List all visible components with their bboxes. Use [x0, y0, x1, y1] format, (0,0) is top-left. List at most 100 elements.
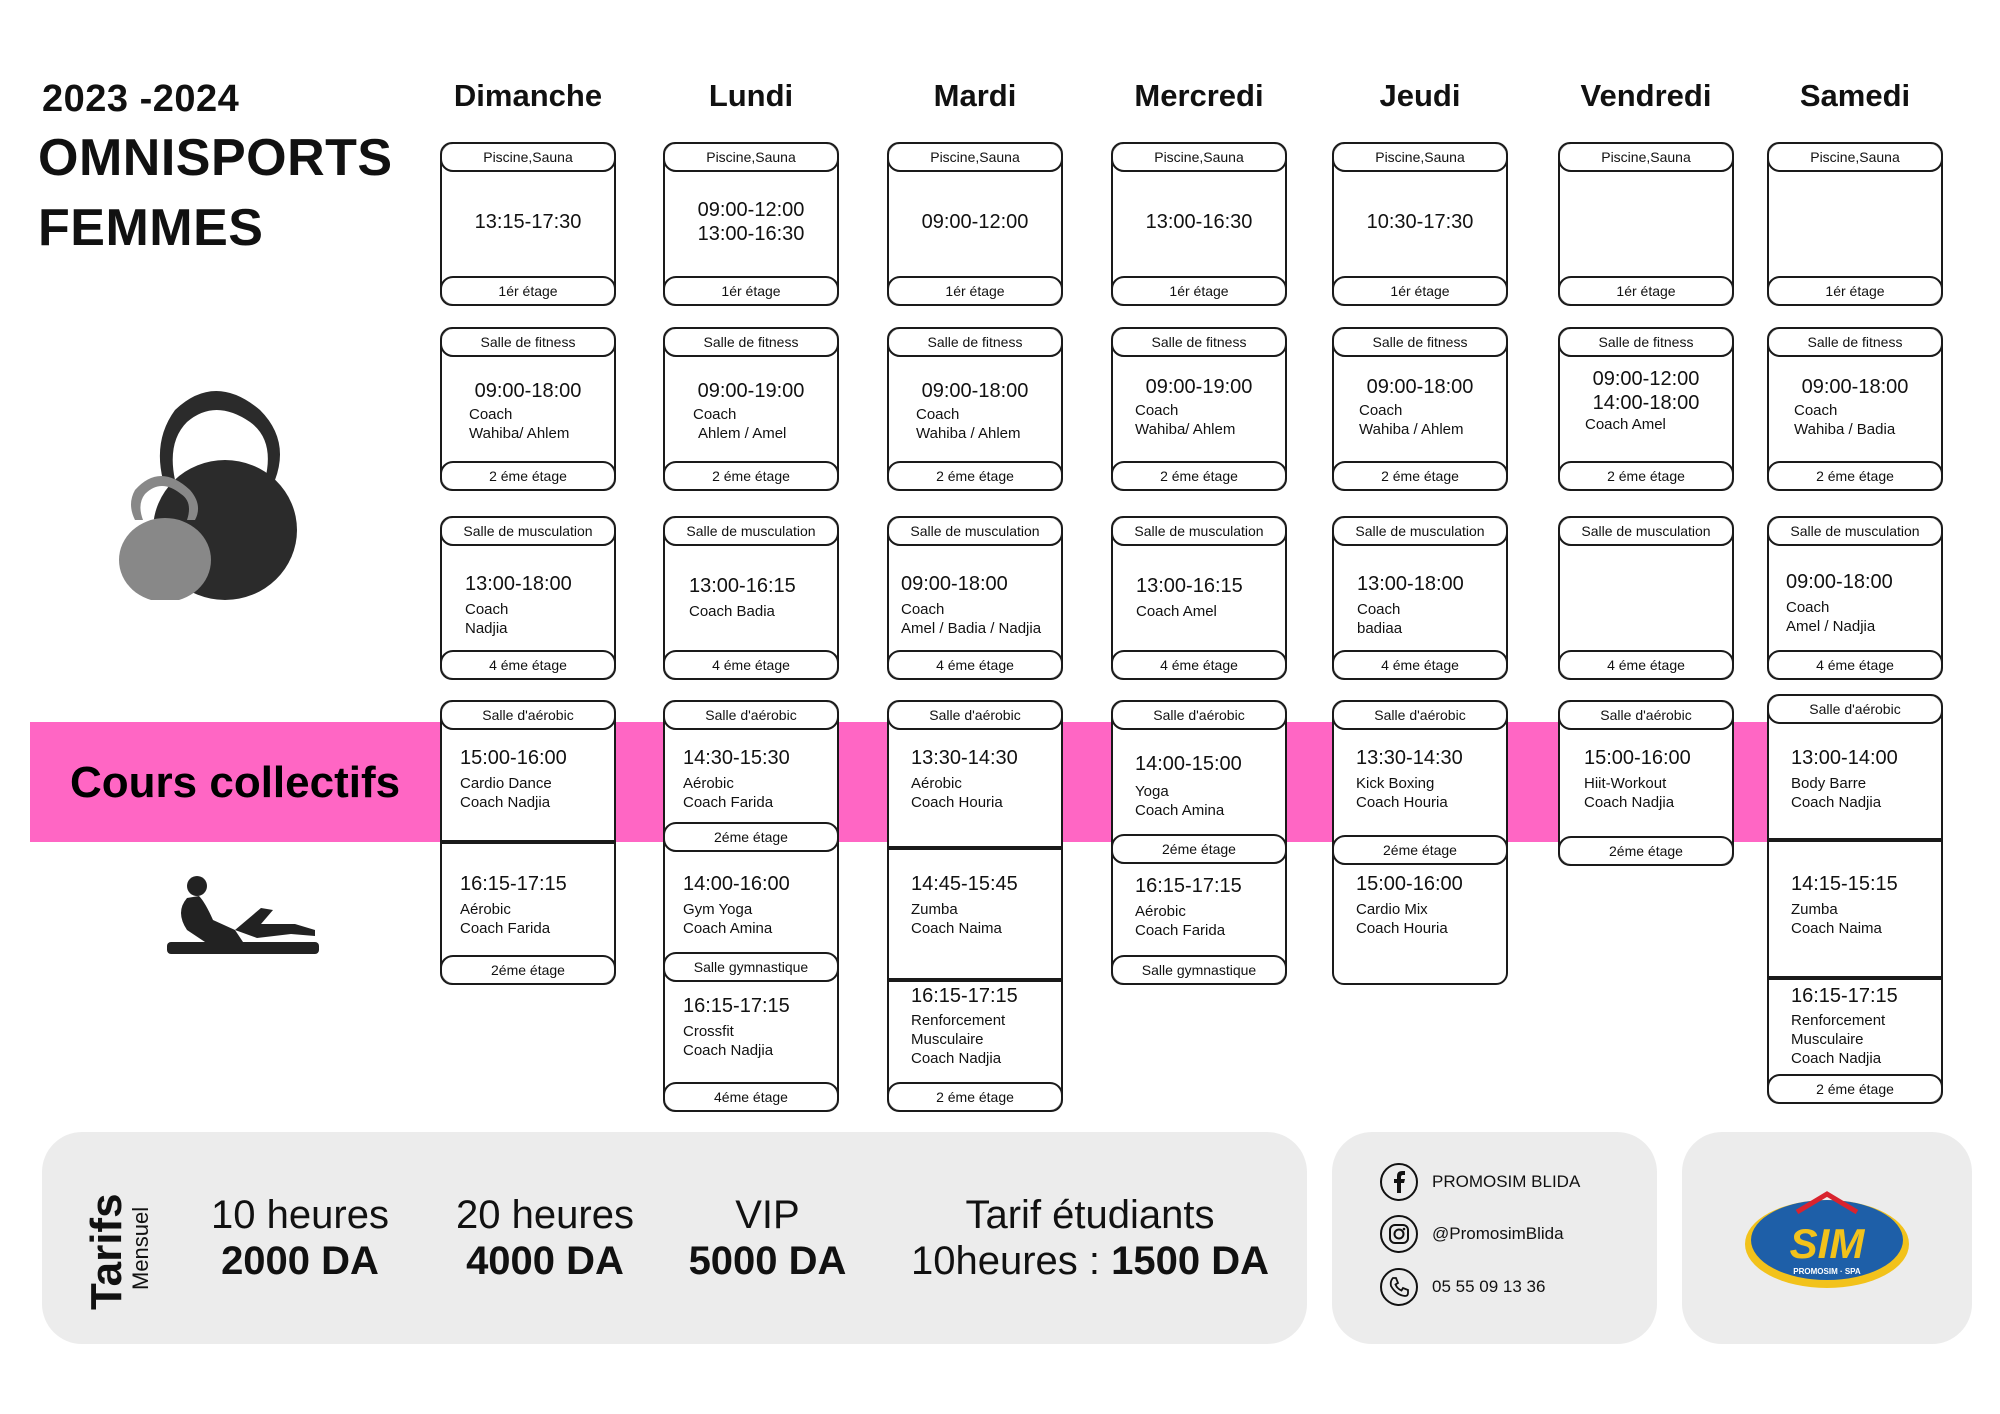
- logo-caption: PROMOSIM · SPA: [1793, 1267, 1861, 1276]
- piscine-time: 09:00-12:00: [921, 211, 1029, 233]
- fitness-time: 09:00-18:00: [921, 380, 1029, 402]
- class-time: 16:15-17:15: [911, 985, 1018, 1007]
- class-time: 14:00-16:00: [683, 873, 790, 895]
- fitness-coach-label: Coach: [693, 406, 737, 423]
- aerobic-title: Salle d'aérobic: [665, 702, 837, 730]
- fitness-card-jeudi: Salle de fitness 09:00-18:00 Coach Wahib…: [1332, 327, 1508, 491]
- cours-collectifs-label: Cours collectifs: [70, 758, 401, 807]
- price-20h: 20 heures 4000 DA: [440, 1192, 650, 1284]
- price-amount: 4000 DA: [466, 1239, 624, 1283]
- piscine-card-samedi: Piscine,Sauna 1ér étage: [1767, 142, 1943, 306]
- fitness-coach-label: Coach: [1794, 402, 1838, 419]
- floor-label: 2éme étage: [1113, 834, 1285, 864]
- floor-label: 4 éme étage: [1113, 650, 1285, 678]
- musculation-title: Salle de musculation: [1113, 518, 1285, 546]
- class-coach: Coach Amina: [683, 920, 773, 937]
- student-prefix: 10heures :: [910, 1239, 1112, 1283]
- class-name: Aérobic: [460, 901, 511, 918]
- phone-icon: [1380, 1268, 1418, 1306]
- class-coach: Coach Naima: [911, 920, 1002, 937]
- musculation-card-mercredi: Salle de musculation 13:00-16:15 Coach A…: [1111, 516, 1287, 680]
- floor-label: 1ér étage: [665, 276, 837, 304]
- piscine-time: 10:30-17:30: [1366, 211, 1474, 233]
- fitness-title: Salle de fitness: [889, 329, 1061, 357]
- piscine-title: Piscine,Sauna: [1769, 144, 1941, 172]
- musculation-title: Salle de musculation: [442, 518, 614, 546]
- fitness-title: Salle de fitness: [665, 329, 837, 357]
- page-title-line2: FEMMES: [38, 199, 264, 257]
- fitness-time: 09:00-18:00: [474, 380, 582, 402]
- class-name: Kick Boxing: [1356, 775, 1435, 792]
- musculation-coach-label: Coach: [901, 601, 945, 618]
- class-name: Renforcement: [911, 1012, 1006, 1029]
- class-name: Renforcement: [1791, 1012, 1886, 1029]
- floor-label: 1ér étage: [1113, 276, 1285, 304]
- day-header-mardi: Mardi: [933, 78, 1017, 113]
- class-time: 15:00-16:00: [460, 747, 567, 769]
- musculation-title: Salle de musculation: [665, 518, 837, 546]
- price-10h: 10 heures 2000 DA: [200, 1192, 400, 1284]
- class-coach: Coach Nadjia: [683, 1042, 774, 1059]
- floor-label: 2 éme étage: [1560, 461, 1732, 489]
- aerobic-title: Salle d'aérobic: [889, 702, 1061, 730]
- price-amount: 5000 DA: [688, 1239, 847, 1283]
- class-coach: Coach Farida: [1135, 922, 1226, 939]
- fitness-card-mercredi: Salle de fitness 09:00-19:00 Coach Wahib…: [1111, 327, 1287, 491]
- fitness-title: Salle de fitness: [1769, 329, 1941, 357]
- musculation-card-dimanche: Salle de musculation 13:00-18:00 Coach N…: [440, 516, 616, 680]
- fitness-card-dimanche: Salle de fitness 09:00-18:00 Coach Wahib…: [440, 327, 616, 491]
- floor-label: 2 éme étage: [889, 461, 1061, 489]
- class-time: 14:30-15:30: [683, 747, 790, 769]
- floor-label: 4 éme étage: [1769, 650, 1941, 678]
- phone-contact[interactable]: 05 55 09 13 36: [1380, 1268, 1545, 1306]
- class-name: Crossfit: [683, 1023, 734, 1040]
- musculation-title: Salle de musculation: [1334, 518, 1506, 546]
- fitness-time: 09:00-18:00: [1366, 376, 1474, 398]
- year-label: 2023 -2024: [42, 78, 240, 120]
- aerobic-title: Salle d'aérobic: [1113, 702, 1285, 730]
- price-vip: VIP 5000 DA: [675, 1192, 860, 1284]
- class-coach: Coach Naima: [1791, 920, 1882, 937]
- aerobic-card-lundi: Salle d'aérobic 14:30-15:30 Aérobic Coac…: [663, 700, 839, 1112]
- tarifs-subtitle: Mensuel: [128, 1206, 153, 1290]
- piscine-time: 13:00-16:30: [1145, 211, 1253, 233]
- day-header-vendredi: Vendredi: [1580, 78, 1712, 113]
- fitness-title: Salle de fitness: [442, 329, 614, 357]
- class-time: 13:30-14:30: [911, 747, 1018, 769]
- day-header-mercredi: Mercredi: [1134, 78, 1264, 113]
- aerobic-card-dimanche: Salle d'aérobic 15:00-16:00 Cardio Dance…: [440, 700, 616, 985]
- piscine-title: Piscine,Sauna: [889, 144, 1061, 172]
- class-name: Zumba: [1791, 901, 1838, 918]
- class-name: Aérobic: [911, 775, 962, 792]
- musculation-title: Salle de musculation: [889, 518, 1061, 546]
- floor-label: 2 éme étage: [889, 1082, 1061, 1110]
- class-name: Aérobic: [683, 775, 734, 792]
- fitness-time-2: 14:00-18:00: [1592, 392, 1700, 414]
- class-coach: Coach Amina: [1135, 802, 1225, 819]
- aerobic-card-samedi: Salle d'aérobic 13:00-14:00 Body Barre C…: [1767, 694, 1943, 1104]
- musculation-card-samedi: Salle de musculation 09:00-18:00 Coach A…: [1767, 516, 1943, 680]
- musculation-title: Salle de musculation: [1769, 518, 1941, 546]
- facebook-contact[interactable]: PROMOSIM BLIDA: [1380, 1163, 1580, 1201]
- class-name: Hiit-Workout: [1584, 775, 1667, 792]
- class-time: 16:15-17:15: [683, 995, 790, 1017]
- price-label: 10 heures: [211, 1193, 389, 1237]
- musculation-time: 13:00-18:00: [1357, 573, 1464, 595]
- class-time: 16:15-17:15: [1791, 985, 1898, 1007]
- piscine-time-2: 13:00-16:30: [697, 223, 805, 245]
- price-students: Tarif étudiants 10heures : 1500 DA: [895, 1192, 1285, 1284]
- class-time: 15:00-16:00: [1584, 747, 1691, 769]
- class-name: Aérobic: [1135, 903, 1186, 920]
- floor-label: 2éme étage: [1334, 835, 1506, 865]
- floor-label: 2 éme étage: [1769, 461, 1941, 489]
- piscine-card-dimanche: Piscine,Sauna 13:15-17:30 1ér étage: [440, 142, 616, 306]
- piscine-card-jeudi: Piscine,Sauna 10:30-17:30 1ér étage: [1332, 142, 1508, 306]
- class-time: 16:15-17:15: [1135, 875, 1242, 897]
- musculation-coach-label: Coach Amel: [1136, 603, 1217, 620]
- instagram-contact[interactable]: @PromosimBlida: [1380, 1215, 1564, 1253]
- floor-label: 2 éme étage: [1113, 461, 1285, 489]
- fitness-time: 09:00-19:00: [1145, 376, 1253, 398]
- floor-label: 4 éme étage: [442, 650, 614, 678]
- floor-label: 4 éme étage: [1560, 650, 1732, 678]
- floor-label: 4 éme étage: [1334, 650, 1506, 678]
